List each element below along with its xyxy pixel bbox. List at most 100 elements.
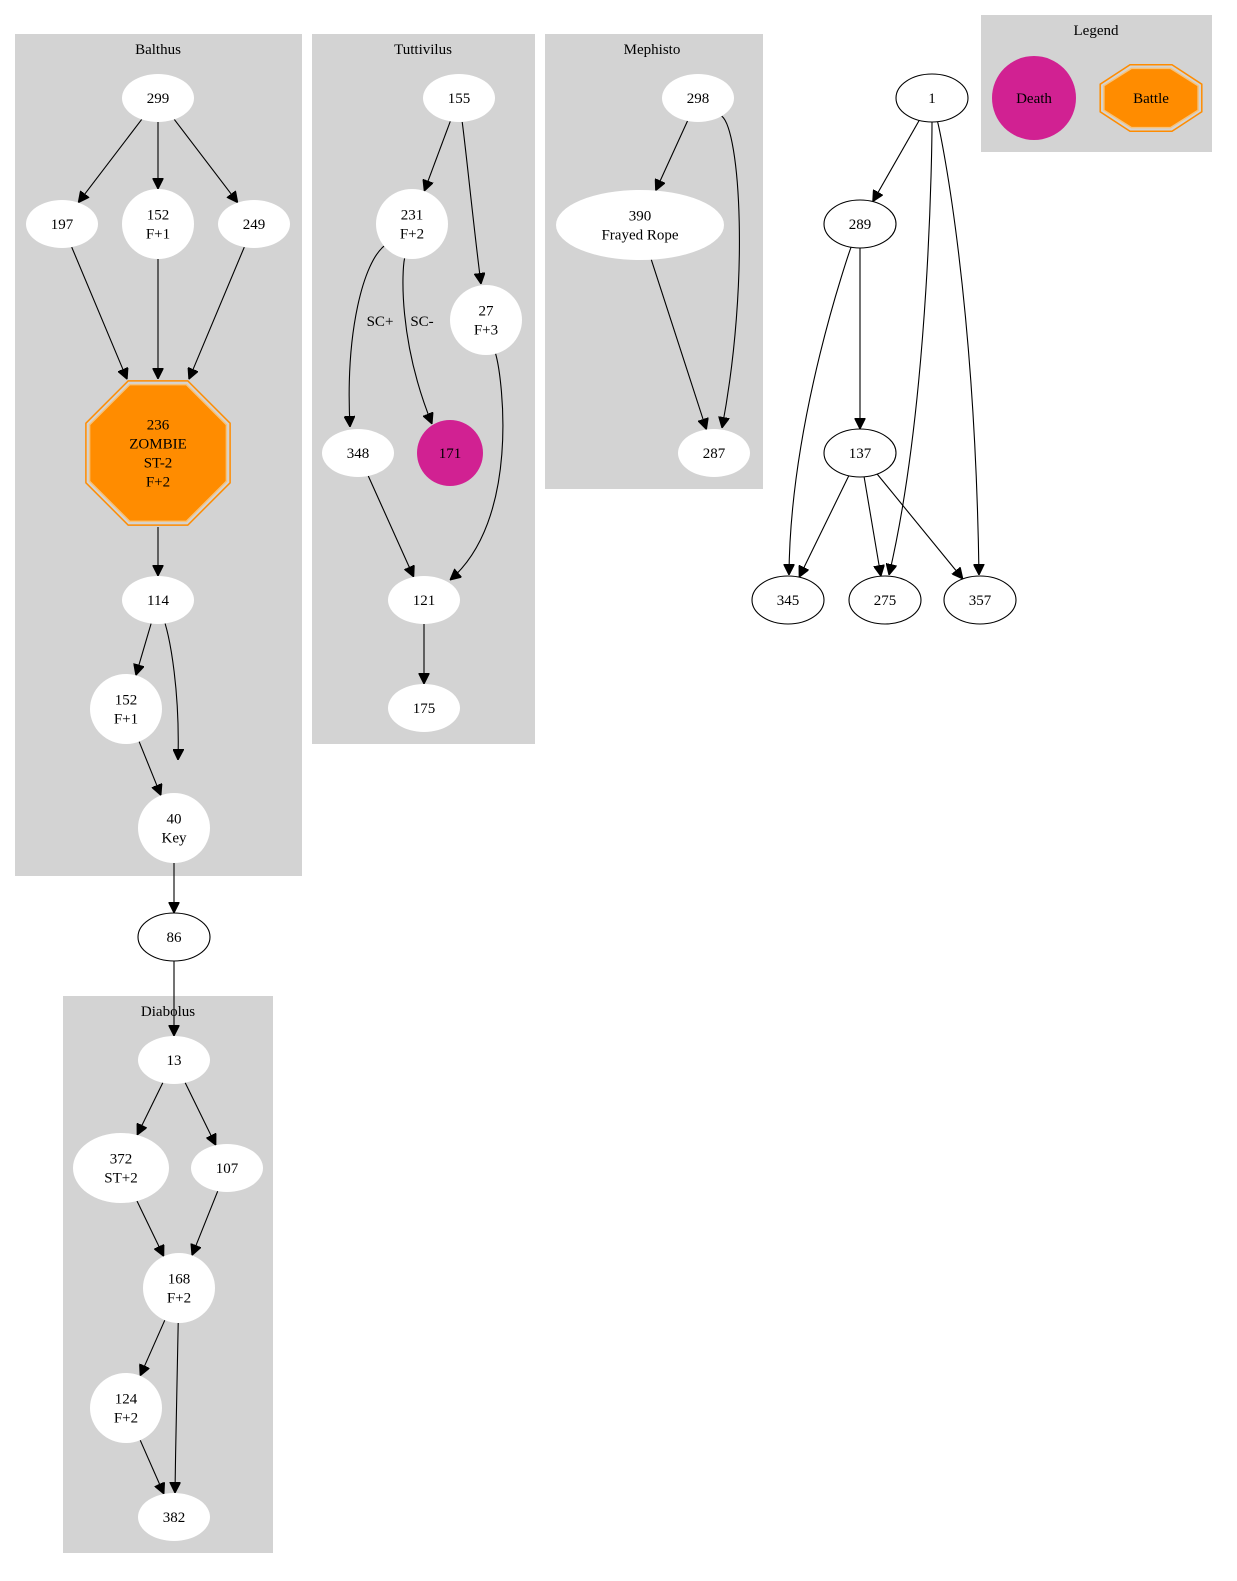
node-ellipse-shape xyxy=(73,1133,169,1203)
node-ellipse-shape xyxy=(138,793,210,863)
node-label-line: Battle xyxy=(1133,91,1169,107)
edge-d168-to-d382 xyxy=(175,1322,178,1493)
node-label-line: 357 xyxy=(969,593,992,609)
edge-d13-to-d107 xyxy=(184,1082,216,1145)
node-label-line: ST-2 xyxy=(144,456,173,472)
node-label-line: 121 xyxy=(413,593,436,609)
edge-arrow xyxy=(650,259,706,430)
node-ellipse-shape xyxy=(191,1144,263,1192)
node-299: 299 xyxy=(122,74,194,122)
node-label-line: 289 xyxy=(849,217,872,233)
cluster-title: Legend xyxy=(1074,23,1119,39)
edge-d124-to-d382 xyxy=(139,1439,164,1494)
edge-arrow xyxy=(349,245,385,427)
node-137: 137 xyxy=(823,428,897,478)
node-label-line: F+1 xyxy=(114,712,138,728)
node-label-line: F+3 xyxy=(474,323,498,339)
node-label-line: 168 xyxy=(168,1272,191,1288)
edge-d168-to-d124 xyxy=(140,1319,166,1376)
node-ellipse-shape xyxy=(823,428,897,478)
node-348: 348 xyxy=(322,429,394,477)
node-ellipse-shape xyxy=(122,189,194,259)
edge-arrow xyxy=(656,120,689,191)
edge-arrow xyxy=(722,115,740,428)
edge-arrow xyxy=(137,1082,164,1135)
node-121: 121 xyxy=(388,576,460,624)
edge-arrow xyxy=(450,353,504,580)
node-298: 298 xyxy=(662,74,734,122)
edge-m298-to-m390 xyxy=(656,120,689,191)
node-label-line: Frayed Rope xyxy=(601,228,678,244)
edge-arrow xyxy=(461,121,481,284)
edge-label: SC+ xyxy=(367,314,394,330)
node-ellipse-shape xyxy=(662,74,734,122)
node-label-line: 124 xyxy=(115,1392,138,1408)
node-label-line: 1 xyxy=(928,91,936,107)
edge-arrow xyxy=(189,246,245,379)
edge-n1-to-n289 xyxy=(873,120,920,201)
edge-t348-to-t121 xyxy=(367,475,413,577)
node-label-line: 155 xyxy=(448,91,471,107)
cluster-title: Balthus xyxy=(135,42,181,58)
edge-m390-to-m287 xyxy=(650,259,706,430)
node-label-line: F+2 xyxy=(114,1411,138,1427)
edge-n289-to-n345 xyxy=(789,246,852,575)
death-circle-shape xyxy=(417,420,483,486)
edge-b299-to-b249 xyxy=(173,119,237,202)
node-label-line: 107 xyxy=(216,1161,239,1177)
node-label-line: 299 xyxy=(147,91,170,107)
edge-arrow xyxy=(184,1082,216,1145)
node-label-line: 236 xyxy=(147,418,170,434)
node-label-line: 345 xyxy=(777,593,800,609)
edge-b114-to-b40 xyxy=(164,623,178,761)
node-label-line: 152 xyxy=(115,693,138,709)
node-label-line: 390 xyxy=(629,209,652,225)
node-label-line: Key xyxy=(162,831,187,847)
node-ellipse-shape xyxy=(143,1253,215,1323)
node-ellipse-shape xyxy=(823,199,897,249)
node-ellipse-shape xyxy=(848,575,922,625)
node-label-line: F+2 xyxy=(167,1291,191,1307)
edge-d107-to-d168 xyxy=(192,1190,219,1255)
node-label-line: 175 xyxy=(413,701,436,717)
node-label-line: 372 xyxy=(110,1152,133,1168)
node-ellipse-shape xyxy=(138,1036,210,1084)
node-ellipse-shape xyxy=(943,575,1017,625)
cluster-title: Diabolus xyxy=(141,1004,195,1020)
edge-arrow xyxy=(789,246,852,575)
edge-b197-to-b236 xyxy=(71,246,127,379)
node-label-line: 298 xyxy=(687,91,710,107)
node-13: 13 xyxy=(138,1036,210,1084)
edge-arrow xyxy=(937,121,979,575)
node-ellipse-shape xyxy=(895,73,969,123)
edge-arrow xyxy=(402,258,432,424)
edge-t155-to-t231 xyxy=(424,121,451,191)
edge-arrow xyxy=(71,246,127,379)
battle-outer-outline xyxy=(1099,63,1203,133)
edge-t27-to-t121 xyxy=(450,353,504,580)
node-114: 114 xyxy=(122,576,194,624)
node-ellipse-shape xyxy=(556,190,724,260)
node-label-line: 249 xyxy=(243,217,266,233)
node-ellipse-shape xyxy=(90,674,162,744)
edge-arrow xyxy=(863,476,881,576)
edge-arrow xyxy=(876,473,963,579)
edge-arrow xyxy=(164,623,178,761)
node-1: 1 xyxy=(895,73,969,123)
legend-death: Death xyxy=(992,56,1076,140)
edge-b114-to-b152b xyxy=(136,623,152,676)
edge-arrow xyxy=(173,119,237,202)
node-175: 175 xyxy=(388,684,460,732)
edge-n137-to-n357 xyxy=(876,473,963,579)
edge-label: SC- xyxy=(410,314,433,330)
edge-b249-to-b236 xyxy=(189,246,245,379)
node-197: 197 xyxy=(26,200,98,248)
cluster-title: Tuttivilus xyxy=(394,42,452,58)
node-27: 27F+3 xyxy=(450,285,522,355)
edge-arrow xyxy=(889,121,933,575)
node-ellipse-shape xyxy=(751,575,825,625)
node-label-line: Death xyxy=(1016,91,1052,107)
node-249: 249 xyxy=(218,200,290,248)
